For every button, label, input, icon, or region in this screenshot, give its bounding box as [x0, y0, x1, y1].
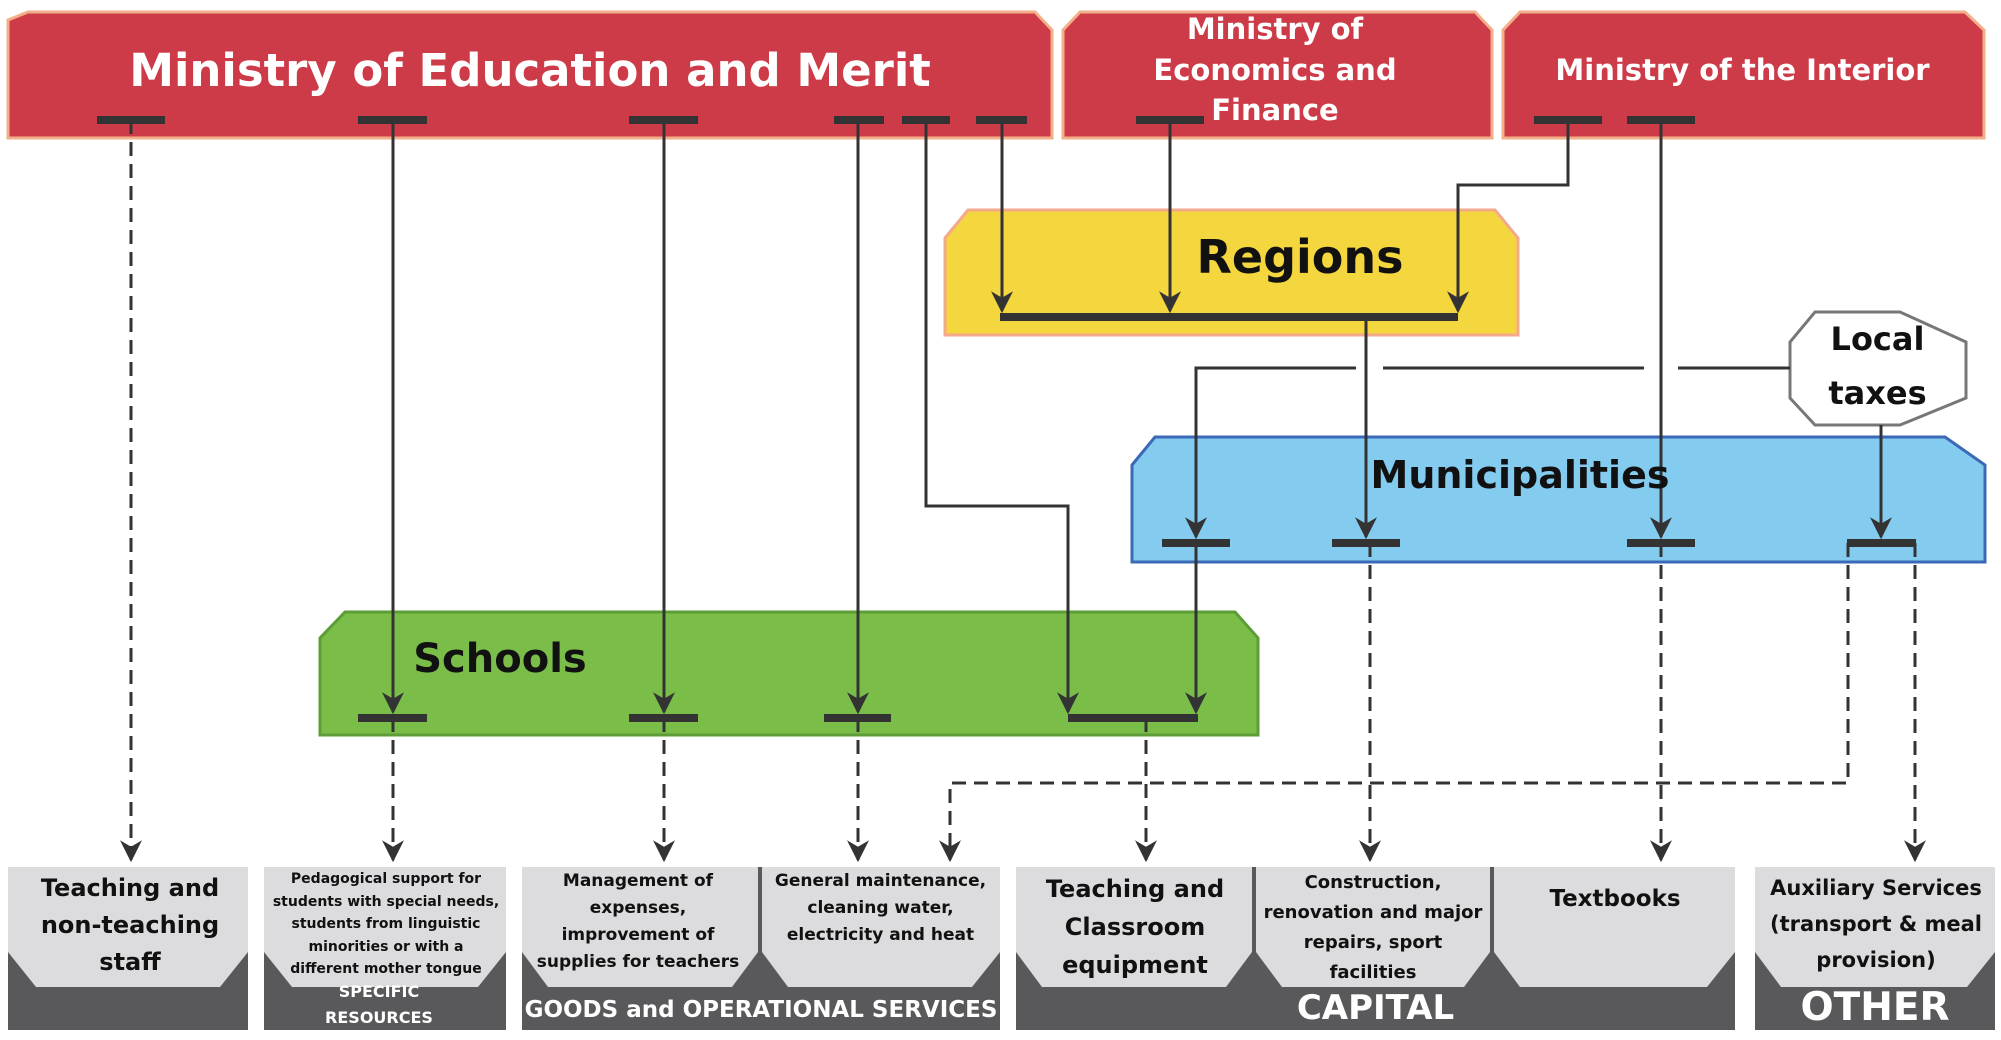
flow-localtaxes-bus [1185, 366, 1356, 540]
flow-municipalities-maintenance [939, 543, 1850, 863]
item-textbooks: Textbooks [1549, 886, 1681, 912]
category-goods-label: GOODS and OPERATIONAL SERVICES [524, 997, 998, 1023]
ministry-education-box [6, 10, 1054, 140]
item-pedagogical: Pedagogical support for students with sp… [272, 871, 500, 977]
ministry-economics-box [1061, 10, 1494, 140]
item-staff: Teaching and non-teaching staff [40, 874, 220, 976]
item-construction: Construction, renovation and major repai… [1263, 872, 1483, 983]
ministry-education-label: Ministry of Education and Merit [129, 44, 931, 97]
ministry-interior-box [1501, 10, 1986, 140]
municipalities-label: Municipalities [1370, 453, 1670, 497]
ministry-interior-label: Ministry of the Interior [1555, 53, 1930, 88]
solid-flows [382, 120, 1892, 715]
flow-interior-regions [1447, 120, 1570, 314]
local-taxes-label: Local taxes [1828, 320, 1927, 412]
category-specific-label: SPECIFIC RESOURCES [325, 982, 433, 1027]
schools-label: Schools [413, 636, 587, 682]
municipalities-box [1130, 435, 1987, 564]
category-other-label: OTHER [1800, 984, 1950, 1030]
item-management: Management of expenses, improvement of s… [536, 871, 740, 972]
flow-moe-schools-equipment [924, 120, 1079, 715]
category-capital-label: CAPITAL [1296, 988, 1455, 1028]
item-equipment: Teaching and Classroom equipment [1045, 875, 1225, 979]
item-maintenance: General maintenance, cleaning water, ele… [774, 871, 987, 945]
local-taxes-box [1788, 310, 1968, 427]
item-auxiliary: Auxiliary Services (transport & meal pro… [1770, 876, 1982, 972]
ministry-economics-label: Ministry of Economics and Finance [1153, 12, 1397, 128]
regions-box [943, 208, 1520, 337]
regions-label: Regions [1196, 230, 1404, 284]
category-panels [8, 867, 1995, 1030]
dashed-flows [120, 120, 1926, 863]
schools-box [318, 610, 1260, 737]
